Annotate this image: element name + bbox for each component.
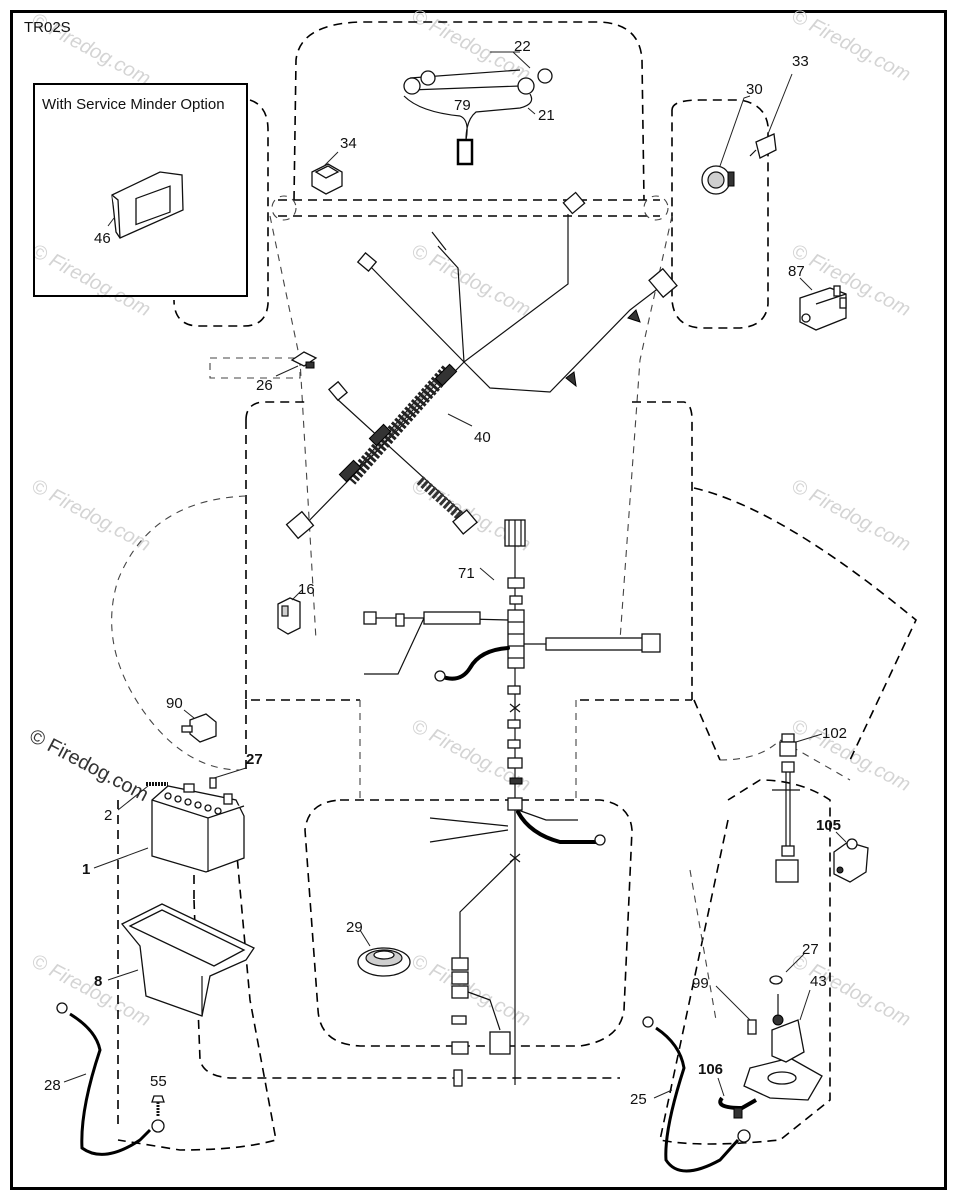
callout-33[interactable]: 33 xyxy=(792,53,809,70)
relay-part[interactable] xyxy=(181,713,217,743)
callout-90[interactable]: 90 xyxy=(166,695,183,712)
callout-27a[interactable]: 27 xyxy=(246,751,263,768)
callout-102[interactable]: 102 xyxy=(822,725,847,742)
callout-1[interactable]: 1 xyxy=(82,861,90,878)
switch-105-part[interactable] xyxy=(833,838,869,883)
watermark: © Firedog.com xyxy=(788,950,914,1031)
watermark: © Firedog.com xyxy=(408,240,534,321)
chassis-outlines xyxy=(111,21,917,1151)
callout-29[interactable]: 29 xyxy=(346,919,363,936)
callout-21[interactable]: 21 xyxy=(538,107,555,124)
callout-22[interactable]: 22 xyxy=(514,38,531,55)
main-harness-part[interactable] xyxy=(285,191,678,540)
engine-harness-part[interactable] xyxy=(363,519,661,1087)
ground-cable-part[interactable] xyxy=(642,1016,751,1173)
headlight-assembly[interactable] xyxy=(403,68,553,166)
callout-2[interactable]: 2 xyxy=(104,807,112,824)
watermark-dark: © Firedog.com xyxy=(26,725,152,806)
callout-106[interactable]: 106 xyxy=(698,1061,723,1078)
callout-43[interactable]: 43 xyxy=(810,973,827,990)
watermark: © Firedog.com xyxy=(28,475,154,556)
clamp-part[interactable] xyxy=(718,1096,757,1119)
watermark: © Firedog.com xyxy=(28,950,154,1031)
watermark: © Firedog.com xyxy=(788,5,914,86)
callout-99[interactable]: 99 xyxy=(692,975,709,992)
callout-26[interactable]: 26 xyxy=(256,377,273,394)
solenoid-part[interactable] xyxy=(743,994,823,1101)
callout-46[interactable]: 46 xyxy=(94,230,111,247)
key-part[interactable] xyxy=(749,133,777,159)
callout-28[interactable]: 28 xyxy=(44,1077,61,1094)
callout-8[interactable]: 8 xyxy=(94,973,102,990)
callout-34[interactable]: 34 xyxy=(340,135,357,152)
callout-87[interactable]: 87 xyxy=(788,263,805,280)
bolt-part[interactable] xyxy=(146,777,217,793)
inset-title: With Service Minder Option xyxy=(42,96,225,113)
ignition-switch-part[interactable] xyxy=(701,165,735,195)
switch-16-part[interactable] xyxy=(277,597,301,635)
diagram-code: TR02S xyxy=(24,19,71,36)
callout-16[interactable]: 16 xyxy=(298,581,315,598)
battery-part[interactable] xyxy=(151,785,245,873)
callout-71[interactable]: 71 xyxy=(458,565,475,582)
fuse-part[interactable] xyxy=(290,351,318,369)
service-minder-inset: With Service Minder Option 46 xyxy=(33,83,248,297)
seat-switch-part[interactable] xyxy=(357,947,411,977)
watermark: © Firedog.com xyxy=(788,475,914,556)
battery-cable-part[interactable] xyxy=(56,1002,165,1156)
light-switch-part[interactable] xyxy=(311,163,343,195)
battery-tray-part[interactable] xyxy=(120,903,255,1017)
screw-part[interactable] xyxy=(151,1095,165,1116)
callout-25[interactable]: 25 xyxy=(630,1091,647,1108)
service-minder-part[interactable] xyxy=(111,171,184,239)
callout-30[interactable]: 30 xyxy=(746,81,763,98)
pto-switch-part[interactable] xyxy=(799,285,847,331)
watermark: © Firedog.com xyxy=(28,240,154,321)
callout-40[interactable]: 40 xyxy=(474,429,491,446)
bolt-99-part[interactable] xyxy=(747,1019,757,1035)
nut-part[interactable] xyxy=(769,975,783,985)
callout-79[interactable]: 79 xyxy=(454,97,471,114)
wire-harness-102-part[interactable] xyxy=(772,733,800,883)
callout-105[interactable]: 105 xyxy=(816,817,841,834)
callout-27b[interactable]: 27 xyxy=(802,941,819,958)
callout-55[interactable]: 55 xyxy=(150,1073,167,1090)
